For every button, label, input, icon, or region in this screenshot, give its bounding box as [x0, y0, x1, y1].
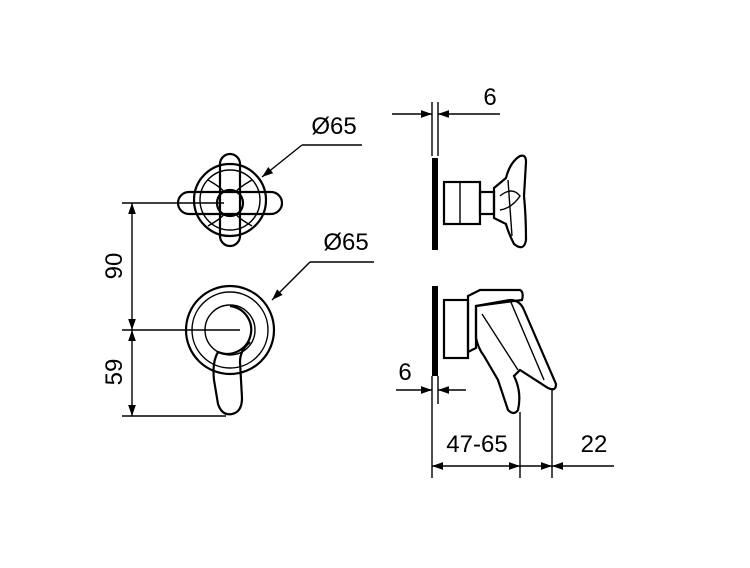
bottom-plate-thickness-label: 6 — [398, 359, 411, 386]
top-plate-dimension — [392, 102, 500, 156]
vertical-spacing-label: 90 — [101, 253, 128, 280]
front-lever-mixer — [184, 284, 276, 416]
depth-range-label: 47-65 — [446, 431, 507, 458]
lever-projection-label: 22 — [581, 431, 608, 458]
top-plate-thickness-label: 6 — [483, 84, 496, 111]
side-lever-mixer — [432, 286, 558, 415]
mixer-diameter-label: Ø65 — [323, 229, 368, 256]
mixer-diameter-leader — [271, 261, 374, 301]
valve-diameter-leader — [261, 144, 362, 178]
depth-dimension-lines — [432, 388, 614, 478]
front-cross-handle-valve — [176, 152, 284, 248]
bottom-plate-dimension — [396, 376, 466, 478]
vertical-dimension-lines — [122, 202, 240, 417]
lower-offset-label: 59 — [101, 359, 128, 386]
side-cross-handle-valve — [432, 154, 528, 250]
valve-diameter-label: Ø65 — [311, 113, 356, 140]
